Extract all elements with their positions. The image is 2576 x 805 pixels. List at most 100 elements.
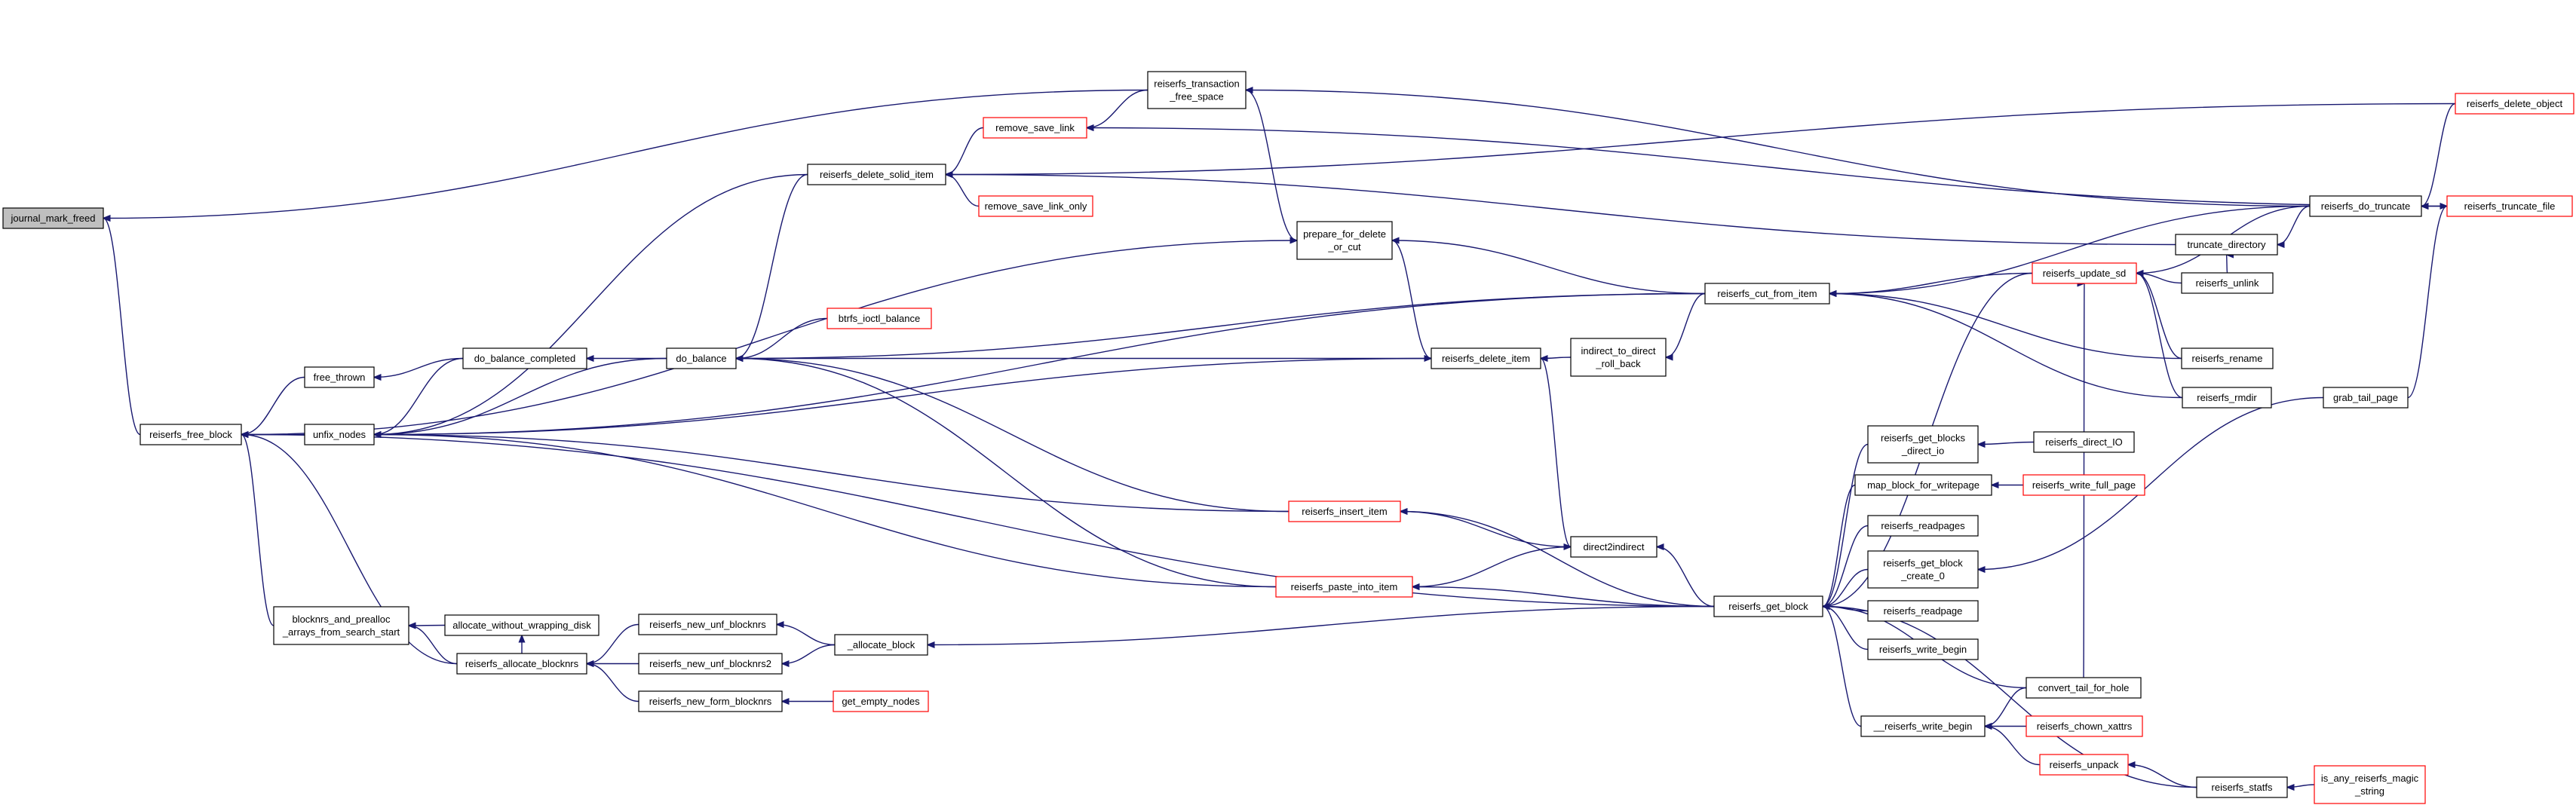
node-label: reiserfs_unpack <box>2050 759 2119 770</box>
node-reiserfs-delete-item[interactable]: reiserfs_delete_item <box>1431 347 1541 369</box>
node-label: reiserfs_insert_item <box>1302 506 1387 517</box>
node-truncate-directory[interactable]: truncate_directory <box>2175 234 2278 256</box>
node-label: reiserfs_readpage <box>1884 605 1963 617</box>
node-reiserfs-unpack[interactable]: reiserfs_unpack <box>2039 754 2129 776</box>
node-allocate-without-wrapping-disk[interactable]: allocate_without_wrapping_disk <box>444 614 600 636</box>
edge-line <box>1823 443 1869 607</box>
node-reiserfs-allocate-blocknrs[interactable]: reiserfs_allocate_blocknrs <box>456 653 587 675</box>
node-reiserfs-delete-object[interactable]: reiserfs_delete_object <box>2455 93 2574 115</box>
node-label: map_block_for_writepage <box>1867 479 1980 491</box>
node-reiserfs-write-begin[interactable]: __reiserfs_write_begin <box>1860 715 1986 737</box>
node-reiserfs-readpages[interactable]: reiserfs_readpages <box>1867 515 1979 537</box>
node-reiserfs-new-unf-blocknrs2[interactable]: reiserfs_new_unf_blocknrs2 <box>638 653 783 675</box>
node-reiserfs-paste-into-item[interactable]: reiserfs_paste_into_item <box>1275 576 1413 598</box>
node-prepare-for-delete-or-cut[interactable]: prepare_for_delete_or_cut <box>1296 221 1393 260</box>
node-reiserfs-unlink[interactable]: reiserfs_unlink <box>2181 272 2274 294</box>
edge-reiserfs-free-block-to-journal-mark-freed <box>103 219 141 436</box>
node-label: reiserfs_do_truncate <box>2321 200 2411 212</box>
node-convert-tail-for-hole[interactable]: convert_tail_for_hole <box>2026 677 2142 699</box>
edge-reiserfs-rename-to-reiserfs-cut-from-item <box>1829 294 2182 360</box>
node-blocknrs-and-prealloc[interactable]: blocknrs_and_prealloc_arrays_from_search… <box>273 606 409 645</box>
edge-line <box>1392 240 1706 295</box>
node-box <box>1431 347 1541 369</box>
node-indirect-to-direct-roll-back[interactable]: indirect_to_direct_roll_back <box>1570 338 1667 377</box>
edge-line <box>2277 205 2311 245</box>
edge-line <box>241 435 274 626</box>
edge-allocate-block-to-reiserfs-new-unf-blocknrs2 <box>782 644 836 664</box>
node-box <box>2309 195 2422 217</box>
node-box <box>444 614 600 636</box>
edge-prepare-for-delete-or-cut-to-reiserfs-delete-item <box>1391 240 1431 359</box>
node-is-any-reiserfs-magic-string[interactable]: is_any_reiserfs_magic_string <box>2314 765 2426 804</box>
edge-reiserfs-insert-item-to-do-balance <box>736 359 1290 513</box>
node-label: _roll_back <box>1595 358 1641 369</box>
node-box <box>2196 776 2288 798</box>
node-label: reiserfs_write_full_page <box>2032 479 2136 491</box>
node-map-block-for-writepage[interactable]: map_block_for_writepage <box>1854 474 1992 496</box>
node-do-balance-completed[interactable]: do_balance_completed <box>462 347 587 369</box>
node-label: reiserfs_allocate_blocknrs <box>465 658 579 669</box>
node-reiserfs-write-begin[interactable]: reiserfs_write_begin <box>1867 638 1979 660</box>
node-box <box>2 207 104 229</box>
node-box <box>1147 71 1247 109</box>
node-box <box>1867 515 1979 537</box>
node-reiserfs-transaction-free-space[interactable]: reiserfs_transaction_free_space <box>1147 71 1247 109</box>
node-label: btrfs_ioctl_balance <box>839 313 920 324</box>
node-reiserfs-do-truncate[interactable]: reiserfs_do_truncate <box>2309 195 2422 217</box>
node-do-balance[interactable]: do_balance <box>666 347 737 369</box>
node-label: reiserfs_new_unf_blocknrs2 <box>649 658 771 669</box>
edge-blocknrs-and-prealloc-to-reiserfs-free-block <box>241 435 274 626</box>
node-reiserfs-rename[interactable]: reiserfs_rename <box>2181 347 2274 369</box>
node-label: _arrays_from_search_start <box>282 626 400 638</box>
node-grab-tail-page[interactable]: grab_tail_page <box>2323 387 2409 409</box>
node-reiserfs-chown-xattrs[interactable]: reiserfs_chown_xattrs <box>2026 715 2143 737</box>
edge-line <box>374 357 667 435</box>
node-reiserfs-free-block[interactable]: reiserfs_free_block <box>140 424 242 445</box>
node-reiserfs-statfs[interactable]: reiserfs_statfs <box>2196 776 2288 798</box>
node-get-empty-nodes[interactable]: get_empty_nodes <box>833 690 929 712</box>
edge-reiserfs-delete-solid-item-to-unfix-nodes <box>374 173 808 435</box>
node-label: _free_space <box>1169 91 1224 103</box>
edge-reiserfs-do-truncate-to-reiserfs-cut-from-item <box>1829 205 2311 294</box>
node-label: indirect_to_direct <box>1581 345 1656 357</box>
edge-reiserfs-truncate-file-to-remove-save-link <box>1087 128 2448 207</box>
node-remove-save-link-only[interactable]: remove_save_link_only <box>978 195 1093 217</box>
node-allocate-block[interactable]: _allocate_block <box>834 634 928 656</box>
node-reiserfs-truncate-file[interactable]: reiserfs_truncate_file <box>2446 195 2573 217</box>
node-reiserfs-new-form-blocknrs[interactable]: reiserfs_new_form_blocknrs <box>638 690 783 712</box>
node-journal-mark-freed[interactable]: journal_mark_freed <box>2 207 104 229</box>
node-box <box>140 424 242 445</box>
node-unfix-nodes[interactable]: unfix_nodes <box>304 424 375 445</box>
node-reiserfs-update-sd[interactable]: reiserfs_update_sd <box>2032 262 2137 284</box>
node-label: do_balance_completed <box>474 353 575 364</box>
node-reiserfs-direct-IO[interactable]: reiserfs_direct_IO <box>2033 431 2135 453</box>
node-label: is_any_reiserfs_magic <box>2321 773 2419 784</box>
node-reiserfs-rmdir[interactable]: reiserfs_rmdir <box>2182 387 2272 409</box>
edge-reiserfs-rmdir-to-reiserfs-update-sd <box>2136 274 2183 399</box>
node-label: reiserfs_update_sd <box>2043 268 2127 279</box>
node-reiserfs-new-unf-blocknrs[interactable]: reiserfs_new_unf_blocknrs <box>638 614 777 635</box>
node-btrfs-ioctl-balance[interactable]: btrfs_ioctl_balance <box>826 308 932 329</box>
edge-map-block-for-writepage-to-reiserfs-get-block <box>1823 484 1856 607</box>
node-free-thrown[interactable]: free_thrown <box>304 366 375 388</box>
edge-line <box>241 240 1298 435</box>
node-box <box>304 366 375 388</box>
edge-reiserfs-get-block-to-reiserfs-insert-item <box>1400 512 1715 608</box>
node-reiserfs-get-blocks-direct-io[interactable]: reiserfs_get_blocks_direct_io <box>1867 425 1979 464</box>
node-box <box>273 606 409 645</box>
node-reiserfs-cut-from-item[interactable]: reiserfs_cut_from_item <box>1704 283 1830 305</box>
node-direct2indirect[interactable]: direct2indirect <box>1570 536 1658 558</box>
edge-reiserfs-delete-solid-item-to-do-balance <box>736 173 808 359</box>
node-reiserfs-readpage[interactable]: reiserfs_readpage <box>1867 600 1979 622</box>
node-reiserfs-delete-solid-item[interactable]: reiserfs_delete_solid_item <box>807 164 946 185</box>
node-reiserfs-write-full-page[interactable]: reiserfs_write_full_page <box>2022 474 2145 496</box>
edge-line <box>1829 205 2311 294</box>
node-label: do_balance <box>676 353 726 364</box>
node-remove-save-link[interactable]: remove_save_link <box>983 117 1087 139</box>
node-label: blocknrs_and_prealloc <box>292 614 391 625</box>
node-reiserfs-get-block[interactable]: reiserfs_get_block <box>1713 595 1823 617</box>
node-reiserfs-get-block-create-0[interactable]: reiserfs_get_block_create_0 <box>1867 550 1979 589</box>
node-reiserfs-insert-item[interactable]: reiserfs_insert_item <box>1288 500 1401 522</box>
edge-line <box>103 219 141 436</box>
